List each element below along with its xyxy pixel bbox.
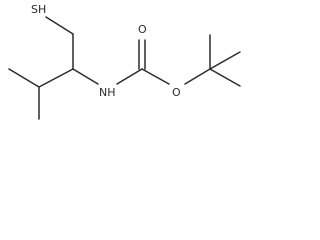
- bond-tert-butyl-methyl-right: [209, 51, 241, 70]
- carbonyl-oxygen-label: O: [138, 23, 147, 36]
- bond-alpha-carbon-nitrogen: [72, 68, 99, 85]
- bond-carbonyl-carbon-ester-oxygen: [141, 68, 170, 85]
- chemical-structure-diagram: SH NH O O: [0, 0, 249, 133]
- ester-oxygen-label: O: [172, 86, 181, 99]
- amine-nitrogen-label: NH: [99, 86, 116, 99]
- bond-isopropyl-methyl-upper: [8, 68, 40, 88]
- bond-nitrogen-carbonyl-carbon: [116, 68, 143, 85]
- bond-tert-butyl-methyl-bottom: [209, 68, 241, 87]
- bond-sh-ch2: [45, 16, 74, 35]
- thiol-group-label: SH: [31, 3, 46, 16]
- canvas-background: [0, 0, 249, 133]
- bond-ester-oxygen-tert-carbon: [184, 68, 211, 85]
- bond-alpha-carbon-isopropyl-ch: [38, 68, 74, 88]
